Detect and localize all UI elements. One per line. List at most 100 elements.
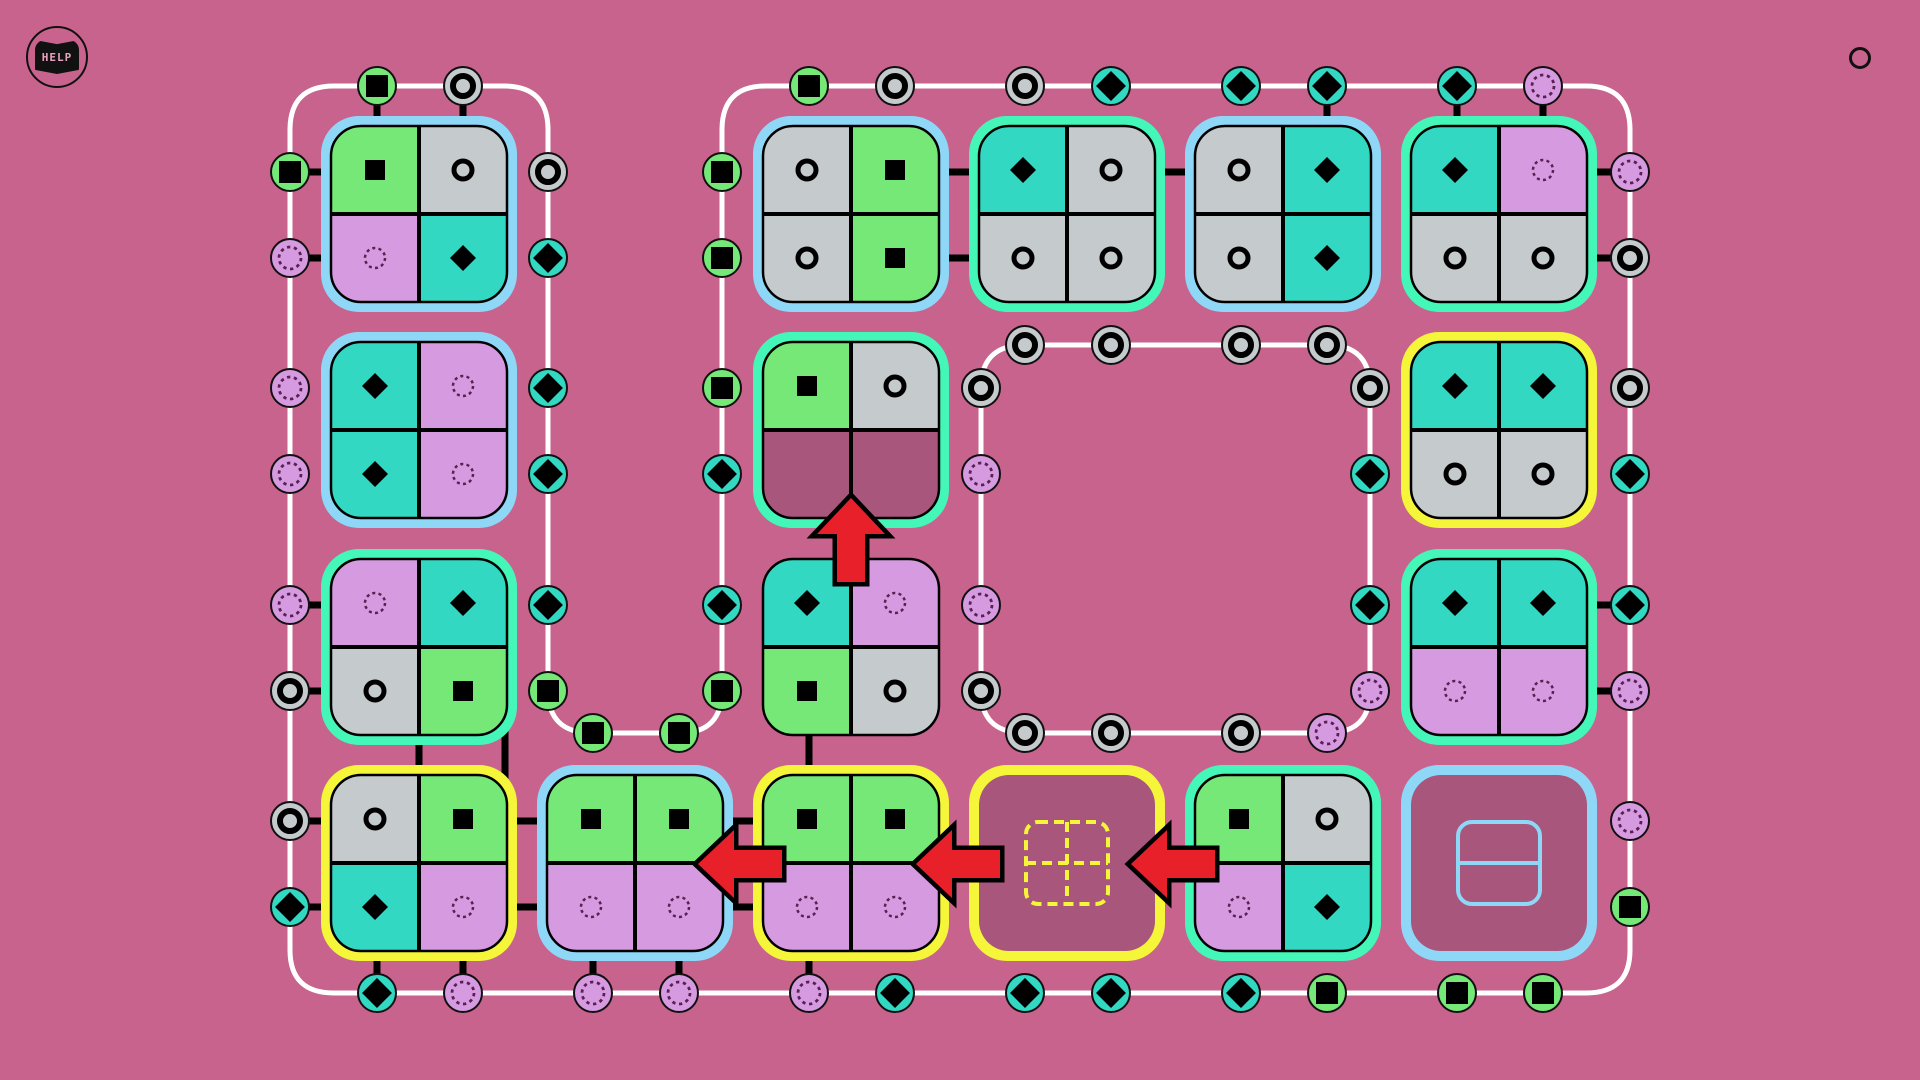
- pin-ring: [1005, 713, 1045, 753]
- diamond-icon: [1096, 978, 1126, 1008]
- pin-ring: [1221, 325, 1261, 365]
- flower-icon: [1357, 678, 1383, 704]
- square-icon: [885, 160, 905, 180]
- tile[interactable]: [1185, 765, 1381, 961]
- arrow-left-icon: [1124, 819, 1220, 909]
- tile-cell-ring: [1067, 214, 1155, 302]
- diamond-icon: [1615, 590, 1645, 620]
- square-icon: [1446, 982, 1468, 1004]
- tile[interactable]: [321, 116, 517, 312]
- tile[interactable]: [1401, 549, 1597, 745]
- pin-diamond: [875, 973, 915, 1013]
- help-button[interactable]: HELP: [26, 26, 88, 88]
- pin-ring: [1350, 368, 1390, 408]
- pin-diamond: [528, 368, 568, 408]
- flower-icon: [277, 592, 303, 618]
- flower-icon: [968, 592, 994, 618]
- flower-icon: [579, 895, 603, 919]
- tile[interactable]: [753, 116, 949, 312]
- diamond-icon: [1530, 373, 1556, 399]
- square-icon: [711, 161, 733, 183]
- pin-square: [702, 368, 742, 408]
- flower-icon: [1531, 679, 1555, 703]
- pin-diamond: [1610, 454, 1650, 494]
- tile[interactable]: [321, 765, 517, 961]
- tile[interactable]: [969, 765, 1165, 961]
- pin-flower: [961, 585, 1001, 625]
- flower-icon: [451, 374, 475, 398]
- diamond-icon: [362, 461, 388, 487]
- tile[interactable]: [969, 116, 1165, 312]
- track-inner-loop: [978, 342, 1373, 736]
- ring-icon: [1617, 245, 1643, 271]
- pin-square: [573, 713, 613, 753]
- tile-cell-empty: [851, 430, 939, 518]
- pin-flower: [1610, 801, 1650, 841]
- tile-cell-ring: [763, 214, 851, 302]
- pin-ring: [1610, 368, 1650, 408]
- pin-diamond: [1091, 973, 1131, 1013]
- pin-diamond: [702, 585, 742, 625]
- pin-flower: [1523, 66, 1563, 106]
- tile[interactable]: [1401, 116, 1597, 312]
- diamond-icon: [275, 892, 305, 922]
- tile[interactable]: [321, 332, 517, 528]
- ring-icon: [1314, 332, 1340, 358]
- ring-icon: [795, 246, 819, 270]
- ring-icon: [450, 73, 476, 99]
- tile[interactable]: [1185, 116, 1381, 312]
- tile-cell-ring: [1195, 214, 1283, 302]
- square-icon: [711, 247, 733, 269]
- pin-ring: [270, 671, 310, 711]
- tile[interactable]: [1401, 332, 1597, 528]
- flower-icon: [1227, 895, 1251, 919]
- diamond-icon: [1312, 71, 1342, 101]
- flower-icon: [883, 895, 907, 919]
- arrow-up-icon: [806, 491, 896, 587]
- pin-ring: [961, 368, 1001, 408]
- square-icon: [711, 377, 733, 399]
- tile[interactable]: [761, 557, 941, 737]
- ring-icon: [1227, 158, 1251, 182]
- tile[interactable]: [321, 549, 517, 745]
- menu-button[interactable]: [1849, 47, 1871, 69]
- pin-ring: [1091, 325, 1131, 365]
- ring-icon: [1011, 246, 1035, 270]
- pin-square: [702, 152, 742, 192]
- tile[interactable]: [1401, 765, 1597, 961]
- ring-icon: [1531, 246, 1555, 270]
- ring-icon: [1012, 73, 1038, 99]
- ring-icon: [1443, 462, 1467, 486]
- square-icon: [669, 809, 689, 829]
- pin-flower: [573, 973, 613, 1013]
- square-icon: [797, 809, 817, 829]
- ring-icon: [1531, 462, 1555, 486]
- diamond-icon: [533, 243, 563, 273]
- pin-square: [1610, 887, 1650, 927]
- square-icon: [1316, 982, 1338, 1004]
- tile-cell-ring: [331, 647, 419, 735]
- tile-cell-ring: [763, 126, 851, 214]
- ring-icon: [968, 375, 994, 401]
- diamond-icon: [1314, 245, 1340, 271]
- flower-icon: [1617, 808, 1643, 834]
- track-left-loop: [287, 83, 1633, 996]
- ring-icon: [1012, 332, 1038, 358]
- pin-ring: [1307, 325, 1347, 365]
- tile[interactable]: [753, 332, 949, 528]
- arrow-left-icon: [691, 819, 787, 909]
- pin-flower: [961, 454, 1001, 494]
- square-icon: [798, 75, 820, 97]
- square-icon: [885, 248, 905, 268]
- tile-cell-flower: [1411, 647, 1499, 735]
- square-icon: [1532, 982, 1554, 1004]
- flower-icon: [666, 980, 692, 1006]
- tile[interactable]: [537, 765, 733, 961]
- pin-flower: [270, 238, 310, 278]
- quad-slot-icon: [1024, 820, 1110, 906]
- ring-icon: [1099, 246, 1123, 270]
- square-icon: [366, 75, 388, 97]
- diamond-icon: [1314, 894, 1340, 920]
- tile-cell-ring: [851, 342, 939, 430]
